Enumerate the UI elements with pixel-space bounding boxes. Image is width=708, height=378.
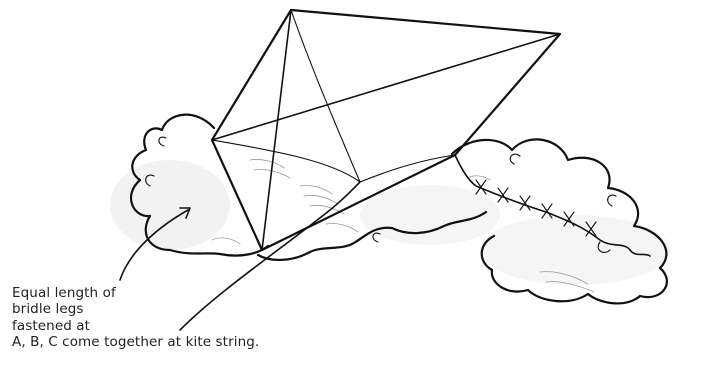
left-cloud-curl-1 [159,137,166,146]
bridle-caption: Equal length of bridle legs fastened at … [12,285,372,351]
caption-line-1: Equal length of [12,285,372,301]
kite-cross-spar [212,34,560,140]
caption-line-2: bridle legs [12,301,372,317]
right-cloud-curl-1 [510,154,520,164]
kite-spine [262,10,291,250]
bridle-leg-c [291,10,360,182]
right-cloud-curl-2 [608,195,616,206]
caption-line-4: A, B, C come together at kite string. [12,334,372,350]
caption-line-3: fastened at [12,318,372,334]
